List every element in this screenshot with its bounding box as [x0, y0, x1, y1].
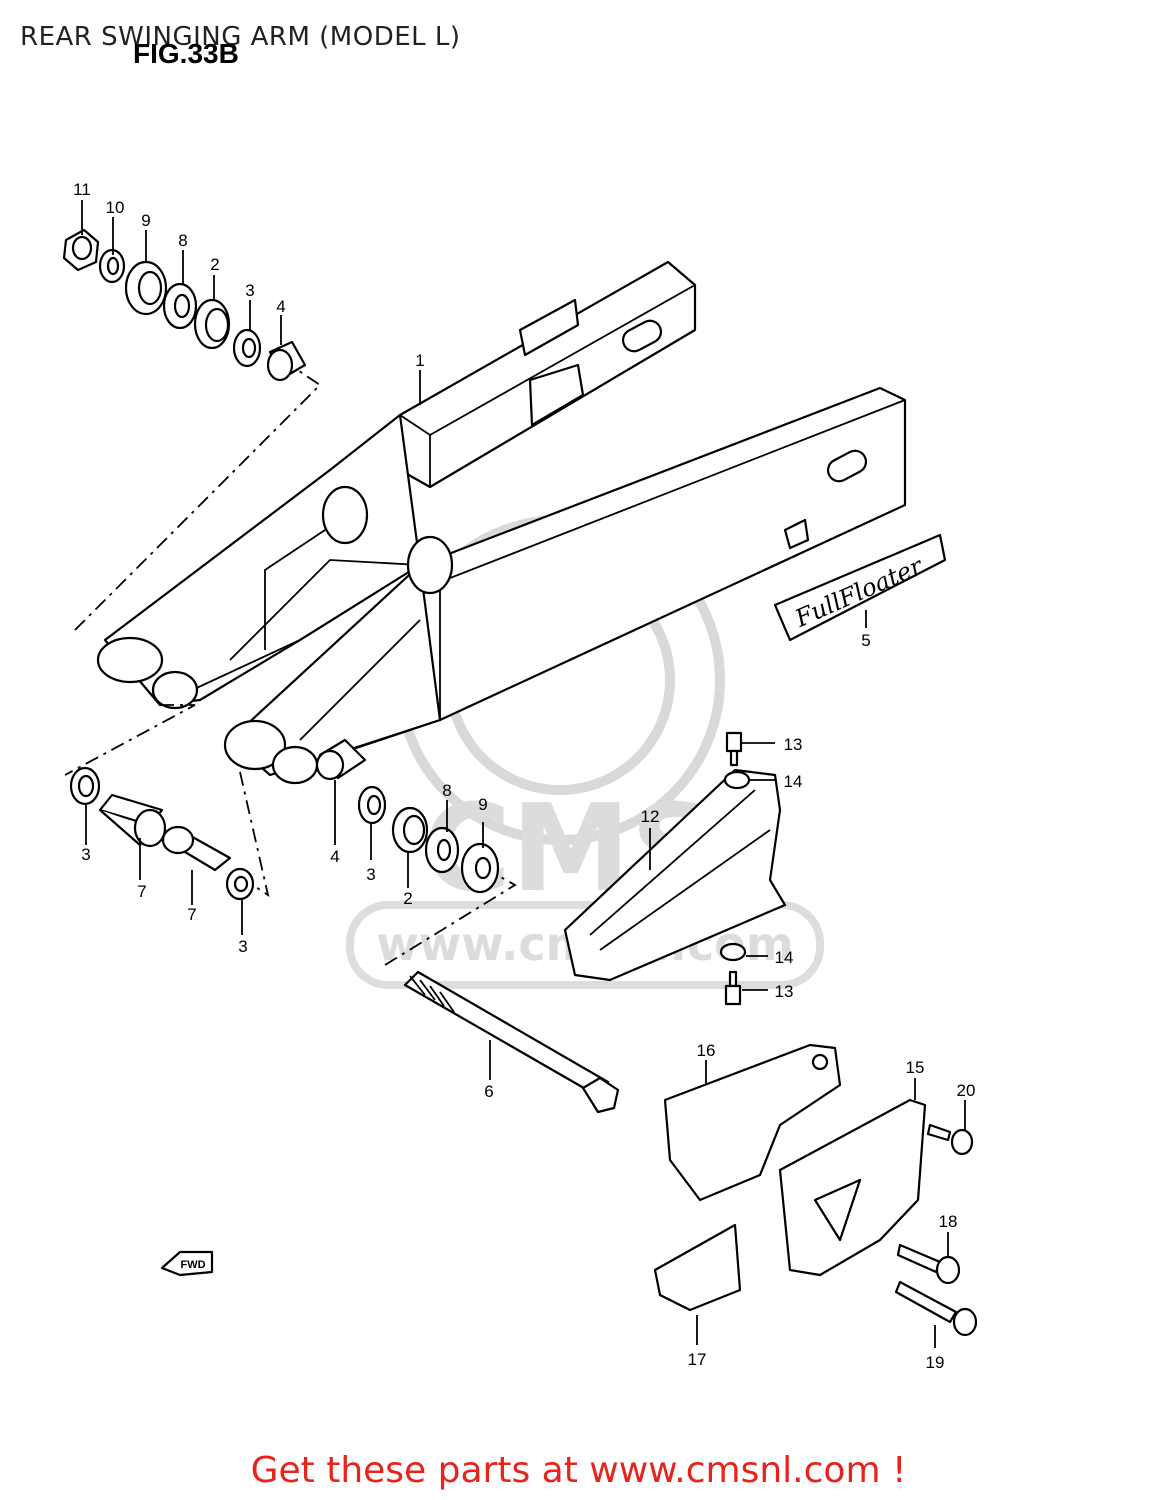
callout-11: 11 [73, 180, 91, 199]
caliper-bracket-16[interactable] [663, 1043, 842, 1202]
callout-6: 6 [484, 1082, 493, 1101]
bolt-20[interactable] [926, 1123, 974, 1156]
chain-guide[interactable] [563, 768, 787, 982]
washer-14-upper[interactable] [723, 770, 751, 790]
footer-cta-link[interactable]: Get these parts at www.cmsnl.com ! [250, 1450, 907, 1491]
bushing-2[interactable] [193, 298, 231, 350]
callout-10: 10 [106, 198, 125, 217]
bearing-4-lower[interactable] [315, 738, 367, 781]
callout-18: 18 [939, 1212, 958, 1231]
seal-3-lower[interactable] [357, 785, 387, 825]
bolt-19[interactable] [894, 1280, 978, 1337]
callout-3: 3 [245, 281, 254, 300]
callout-5: 5 [861, 631, 870, 650]
callout-7-right: 7 [187, 905, 196, 924]
callout-9: 9 [141, 211, 150, 230]
callout-2: 2 [210, 255, 219, 274]
seal-3-lower-left[interactable] [69, 766, 101, 806]
bushing-2-lower[interactable] [391, 806, 429, 854]
callout-3-left: 3 [81, 845, 90, 864]
callout-1: 1 [415, 351, 424, 370]
callout-8: 8 [178, 231, 187, 250]
callout-13-lower: 13 [775, 982, 794, 1001]
guard-17[interactable] [653, 1223, 742, 1312]
spacer-7-right[interactable] [161, 825, 232, 872]
washer-8-lower[interactable] [424, 826, 460, 874]
callout-9-lower: 9 [478, 795, 487, 814]
callout-3-lower: 3 [366, 865, 375, 884]
callout-3-bottom: 3 [238, 937, 247, 956]
callout-13-upper: 13 [784, 735, 803, 754]
callout-19: 19 [926, 1353, 945, 1372]
washer-8[interactable] [162, 282, 198, 330]
washer-10[interactable] [98, 248, 126, 284]
callout-7-left: 7 [137, 882, 146, 901]
callout-12: 12 [641, 807, 660, 826]
callout-20: 20 [957, 1081, 976, 1100]
fwd-arrow-icon: FWD [160, 1250, 214, 1277]
bolt-13-lower[interactable] [724, 970, 742, 1006]
seal-9-lower[interactable] [460, 842, 500, 894]
callout-4-lower: 4 [330, 847, 339, 866]
callout-15: 15 [906, 1058, 925, 1077]
diagram-title: REAR SWINGING ARM (MODEL L) [20, 22, 461, 52]
callout-14-upper: 14 [784, 772, 803, 791]
pivot-shaft[interactable] [403, 970, 620, 1114]
callout-8-lower: 8 [442, 781, 451, 800]
bolt-18[interactable] [896, 1243, 961, 1285]
bolt-13-upper[interactable] [725, 731, 743, 767]
seal-3[interactable] [232, 328, 262, 368]
callout-2-lower: 2 [403, 889, 412, 908]
torque-plate-15[interactable] [778, 1098, 927, 1277]
callout-17: 17 [688, 1350, 707, 1369]
spacer-7-left[interactable] [98, 793, 167, 848]
seal-3-lower-right[interactable] [225, 867, 255, 901]
washer-14-lower[interactable] [719, 942, 747, 962]
seal-9[interactable] [124, 260, 168, 316]
callout-16: 16 [697, 1041, 716, 1060]
leader-lines [81, 200, 966, 1348]
bearing-4[interactable] [266, 340, 307, 382]
fwd-label: FWD [180, 1259, 205, 1271]
pivot-nut[interactable] [62, 228, 100, 272]
figure-label: FIG.33B [133, 38, 239, 69]
callout-numbers: 11 10 9 8 2 3 4 1 5 3 7 7 3 4 3 2 8 9 12… [73, 180, 975, 1372]
callout-4: 4 [276, 297, 285, 316]
callout-14-lower: 14 [775, 948, 794, 967]
